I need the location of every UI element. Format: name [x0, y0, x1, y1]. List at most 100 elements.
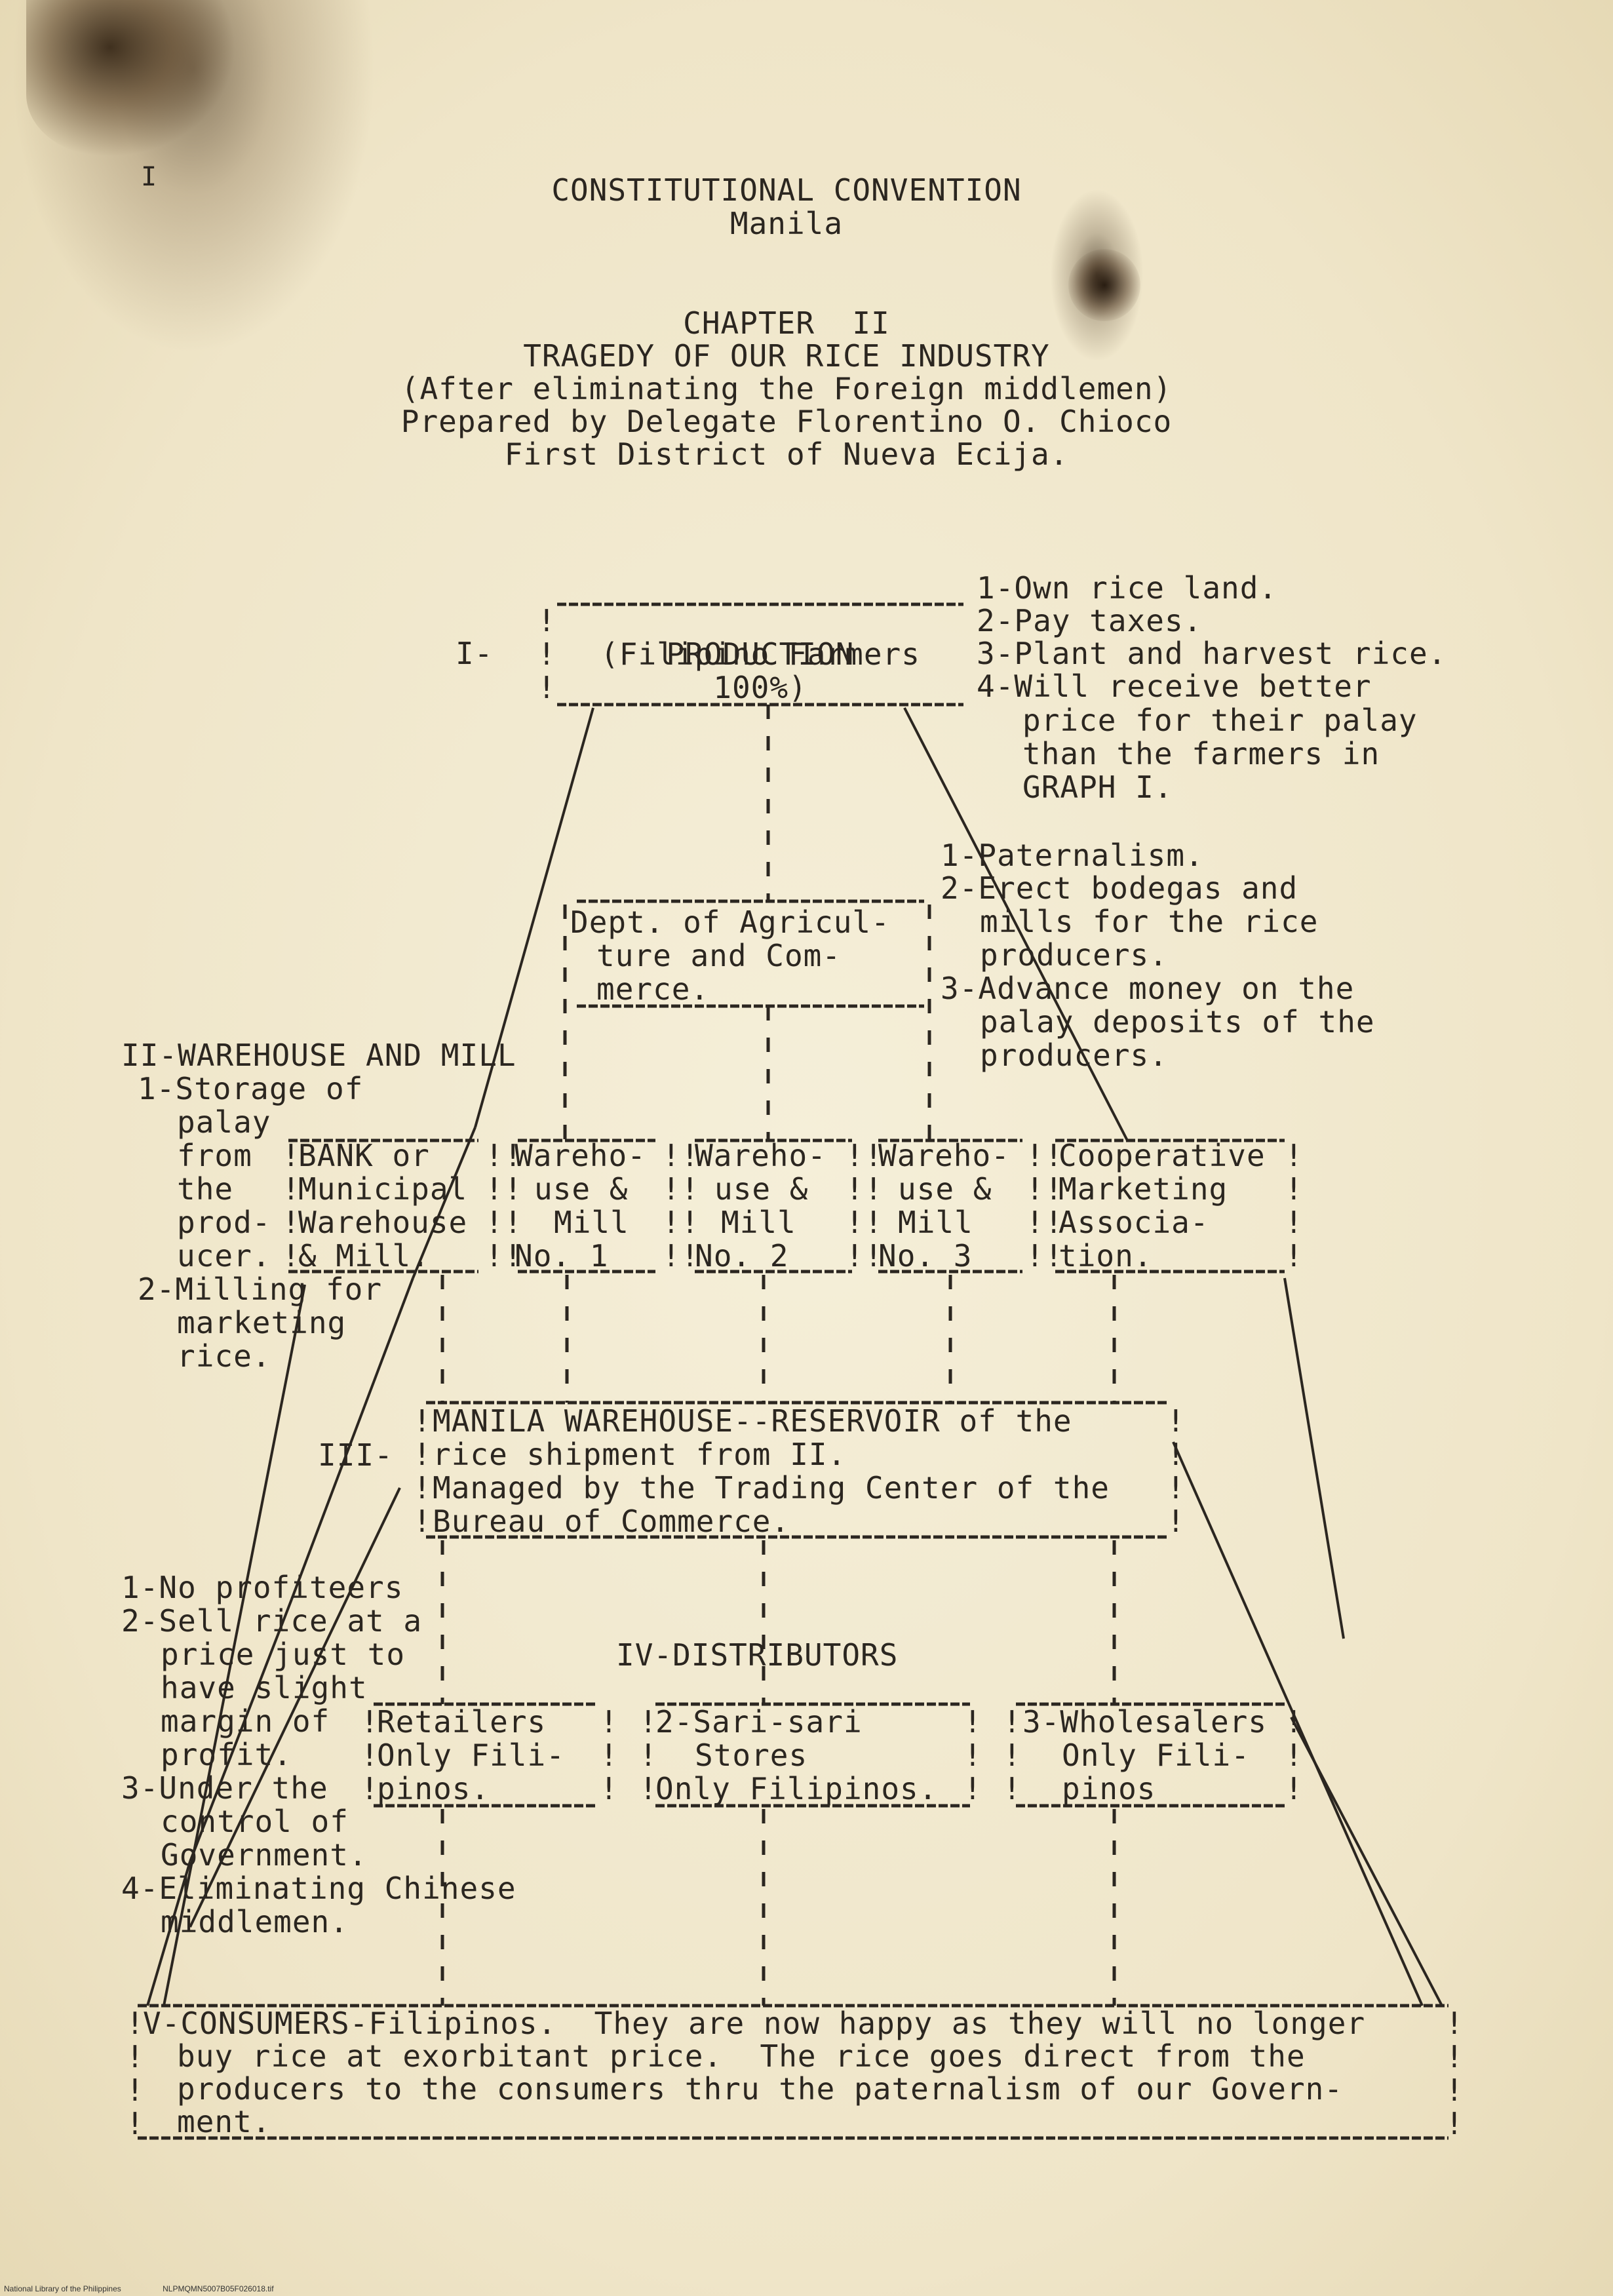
dept-note-4: producers. [980, 937, 1168, 973]
level2-note-2: palay [177, 1104, 271, 1140]
page-title: TRAGEDY OF OUR RICE INDUSTRY [523, 338, 1050, 374]
level1-border-left: ! ! ! [537, 603, 556, 705]
bank-line-1: BANK or [298, 1138, 430, 1173]
level2-note-9: rice. [177, 1338, 271, 1374]
coop-border: !! !! !! !! [1026, 1138, 1064, 1274]
level4-note-2: 2-Sell rice at a [121, 1603, 423, 1639]
level4-heading: IV-DISTRIBUTORS [616, 1637, 899, 1673]
mill3-line-2: use & [898, 1171, 992, 1207]
mill1-line-1: Wareho- [515, 1138, 646, 1173]
coop-line-3: Associa- [1059, 1205, 1209, 1240]
level4-note-6: profit. [161, 1737, 292, 1772]
coop-border-right: ! ! ! ! [1285, 1138, 1304, 1274]
level4-note-8: control of [161, 1804, 349, 1839]
city-heading: Manila [729, 206, 844, 241]
level4-note-7: 3-Under the [121, 1770, 328, 1806]
consumers-line-4: ment. [177, 2104, 271, 2139]
ink-stain [1068, 249, 1140, 321]
consumers-line-1: V-CONSUMERS-Filipinos. They are now happ… [143, 2006, 1366, 2041]
level4-note-3: price just to [161, 1637, 406, 1672]
dept-note-2: 2-Erect bodegas and [941, 870, 1298, 906]
level2-note-4: the [177, 1171, 234, 1207]
sarisari-line-1: 2-Sari-sari [655, 1704, 863, 1740]
level1-note-7: GRAPH I. [1022, 769, 1173, 805]
level1-note-6: than the farmers in [1022, 736, 1380, 771]
manila-border-left: ! ! ! ! [413, 1403, 432, 1539]
retailers-line-3: pinos. [377, 1771, 490, 1806]
mill3-line-4: No. 3 [878, 1238, 973, 1274]
consumers-border-left: ! ! ! ! [126, 2006, 145, 2141]
org-heading: CONSTITUTIONAL CONVENTION [551, 172, 1022, 208]
mill2-line-2: use & [714, 1171, 809, 1207]
level1-roman: I- [456, 636, 494, 671]
mill1-border: !! !! !! !! [485, 1138, 523, 1274]
prepared-by: Prepared by Delegate Florentino O. Chioc… [400, 404, 1173, 439]
page-subtitle: (After eliminating the Foreign middlemen… [400, 371, 1173, 406]
level2-note-7: 2-Milling for [138, 1272, 383, 1307]
level2-note-6: ucer. [177, 1238, 271, 1274]
bank-line-3: Warehouse [298, 1205, 468, 1240]
level2-note-5: prod- [177, 1205, 271, 1240]
consumers-line-3: producers to the consumers thru the pate… [177, 2071, 1344, 2107]
wholesalers-line-1: 3-Wholesalers [1022, 1704, 1268, 1740]
manila-border-right: ! ! ! ! [1167, 1403, 1186, 1539]
coop-line-2: Marketing [1059, 1171, 1228, 1207]
mill1-line-3: Mill [554, 1205, 629, 1240]
level2-heading: II-WAREHOUSE AND MILL [121, 1038, 516, 1073]
chapter-heading: CHAPTER II [683, 305, 890, 341]
dept-note-3: mills for the rice [980, 904, 1319, 939]
level1-note-4: 4-Will receive better [977, 669, 1372, 704]
wholesalers-border: ! ! ! [1003, 1704, 1022, 1806]
sarisari-border-right: ! ! ! [963, 1704, 982, 1806]
level1-note-2: 2-Pay taxes. [977, 603, 1203, 638]
mill2-line-4: No. 2 [695, 1238, 789, 1274]
production-line-2: (Filipino Farmers [600, 636, 920, 672]
level1-note-1: 1-Own rice land. [977, 570, 1278, 606]
level4-note-11: middlemen. [161, 1904, 349, 1939]
production-box: PRODUCTION [564, 604, 957, 671]
bank-line-2: Municipal [298, 1171, 468, 1207]
retailers-line-2: Only Fili- [377, 1738, 565, 1773]
dept-line-3: merce. [596, 971, 710, 1007]
wholesalers-line-3: pinos [1062, 1771, 1156, 1806]
retailers-line-1: Retailers [377, 1704, 547, 1740]
manila-line-2: rice shipment from II. [433, 1437, 847, 1472]
production-line-3: 100%) [713, 670, 807, 705]
retailers-border: ! ! ! [360, 1704, 379, 1806]
sarisari-border: ! ! ! [639, 1704, 658, 1806]
library-credit: National Library of the Philippines [4, 2284, 121, 2293]
file-id: NLPMQMN5007B05F026018.tif [163, 2284, 274, 2293]
consumers-line-2: buy rice at exorbitant price. The rice g… [177, 2038, 1306, 2074]
coop-line-1: Cooperative [1059, 1138, 1266, 1173]
retailers-border-right: ! ! ! [600, 1704, 619, 1806]
level4-note-9: Government. [161, 1837, 368, 1873]
level1-note-5: price for their palay [1022, 703, 1418, 738]
manila-line-4: Bureau of Commerce. [433, 1504, 790, 1539]
dept-note-1: 1-Paternalism. [941, 838, 1204, 873]
dept-line-2: ture and Com- [596, 938, 842, 973]
sarisari-line-3: Only Filipinos. [655, 1771, 938, 1806]
production-line-1: PRODUCTION [666, 636, 855, 672]
mill1-line-2: use & [534, 1171, 629, 1207]
mill2-line-1: Wareho- [695, 1138, 826, 1173]
level4-note-10: 4-Eliminating Chinese [121, 1871, 516, 1906]
wholesalers-line-2: Only Fili- [1062, 1738, 1250, 1773]
wholesalers-border-right: ! ! ! [1285, 1704, 1304, 1806]
level2-note-3: from [177, 1138, 252, 1173]
scan-footer: National Library of the Philippines NLPM… [4, 2284, 313, 2293]
level4-note-1: 1-No profiteers [121, 1570, 404, 1605]
manila-line-1: MANILA WAREHOUSE--RESERVOIR of the [433, 1403, 1072, 1439]
level3-roman: III- [318, 1437, 393, 1473]
coop-line-4: tion. [1059, 1238, 1153, 1274]
manila-line-3: Managed by the Trading Center of the [433, 1470, 1110, 1506]
level4-note-4: have slight [161, 1670, 368, 1705]
dept-note-5: 3-Advance money on the [941, 971, 1355, 1006]
mill2-border: !! !! !! !! [662, 1138, 700, 1274]
level2-note-1: 1-Storage of [138, 1071, 364, 1106]
dept-note-6: palay deposits of the [980, 1004, 1375, 1040]
sarisari-line-2: Stores [695, 1738, 808, 1773]
mill3-line-3: Mill [898, 1205, 973, 1240]
mill1-line-4: No. 1 [515, 1238, 609, 1274]
